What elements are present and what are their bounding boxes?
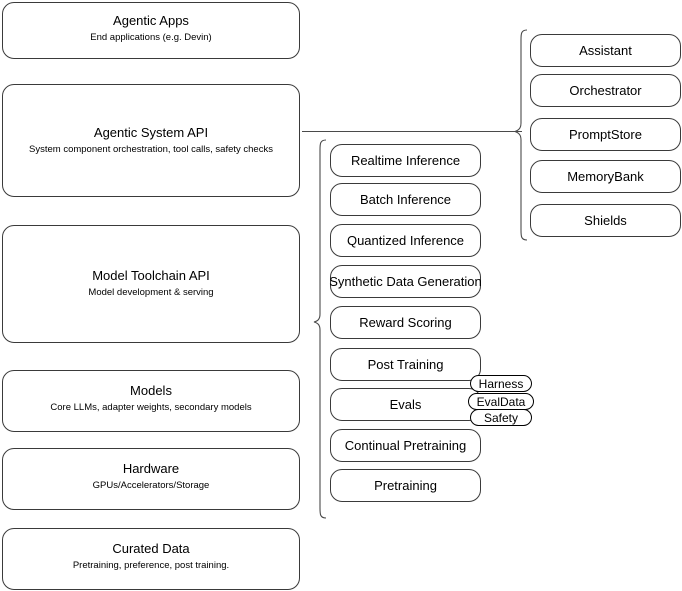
capability-label: Post Training	[367, 356, 444, 372]
eval-badge-label: Harness	[478, 376, 524, 391]
component-memorybank[interactable]: MemoryBank	[530, 160, 681, 193]
layer-text-block: Agentic Apps End applications (e.g. Devi…	[3, 13, 299, 44]
layer-text-block: Agentic System API System component orch…	[3, 125, 299, 156]
layer-title: Model Toolchain API	[92, 268, 210, 283]
layer-text-block: Hardware GPUs/Accelerators/Storage	[3, 461, 299, 492]
capability-continual-pretraining[interactable]: Continual Pretraining	[330, 429, 481, 462]
layer-hardware[interactable]: Hardware GPUs/Accelerators/Storage	[2, 448, 300, 510]
component-shields[interactable]: Shields	[530, 204, 681, 237]
eval-badge-label: EvalData	[476, 394, 526, 409]
capability-synthetic-data-generation[interactable]: Synthetic Data Generation	[329, 265, 482, 298]
component-label: MemoryBank	[567, 168, 644, 184]
component-promptstore[interactable]: PromptStore	[530, 118, 681, 151]
layer-agentic-apps[interactable]: Agentic Apps End applications (e.g. Devi…	[2, 2, 300, 59]
capability-label: Quantized Inference	[346, 232, 465, 248]
layer-title: Hardware	[122, 461, 180, 476]
capability-evals[interactable]: Evals	[330, 388, 481, 421]
component-label: PromptStore	[569, 126, 642, 142]
layer-text-block: Models Core LLMs, adapter weights, secon…	[3, 383, 299, 414]
layer-subtitle: Core LLMs, adapter weights, secondary mo…	[50, 402, 252, 413]
layer-title: Agentic Apps	[113, 13, 189, 28]
layer-model-toolchain-api[interactable]: Model Toolchain API Model development & …	[2, 225, 300, 343]
layer-agentic-system-api[interactable]: Agentic System API System component orch…	[2, 84, 300, 197]
component-label: Orchestrator	[569, 82, 642, 98]
component-label: Shields	[584, 212, 627, 228]
layer-text-block: Model Toolchain API Model development & …	[3, 268, 299, 299]
eval-badge-evaldata[interactable]: EvalData	[468, 393, 534, 410]
capability-quantized-inference[interactable]: Quantized Inference	[330, 224, 481, 257]
layer-curated-data[interactable]: Curated Data Pretraining, preference, po…	[2, 528, 300, 590]
capability-pretraining[interactable]: Pretraining	[330, 469, 481, 502]
layer-title: Curated Data	[112, 541, 190, 556]
layer-title: Agentic System API	[93, 125, 209, 140]
capability-label: Reward Scoring	[359, 314, 452, 330]
layer-subtitle: Pretraining, preference, post training.	[72, 560, 230, 571]
capability-label: Pretraining	[374, 477, 437, 493]
component-orchestrator[interactable]: Orchestrator	[530, 74, 681, 107]
toolchain-capabilities-brace	[313, 139, 327, 519]
layer-subtitle: End applications (e.g. Devin)	[90, 32, 212, 43]
system-components-brace	[513, 29, 528, 241]
capability-reward-scoring[interactable]: Reward Scoring	[330, 306, 481, 339]
layer-text-block: Curated Data Pretraining, preference, po…	[3, 541, 299, 572]
capability-label: Continual Pretraining	[344, 437, 467, 453]
capability-label: Synthetic Data Generation	[329, 273, 482, 289]
layer-subtitle: Model development & serving	[88, 287, 214, 298]
eval-badge-label: Safety	[483, 410, 519, 425]
capability-realtime-inference[interactable]: Realtime Inference	[330, 144, 481, 177]
capability-label: Batch Inference	[359, 191, 452, 207]
capability-label: Evals	[389, 396, 422, 412]
capability-label: Realtime Inference	[350, 152, 461, 168]
layer-subtitle: GPUs/Accelerators/Storage	[92, 480, 210, 491]
capability-batch-inference[interactable]: Batch Inference	[330, 183, 481, 216]
eval-badge-harness[interactable]: Harness	[470, 375, 532, 392]
component-assistant[interactable]: Assistant	[530, 34, 681, 67]
layer-models[interactable]: Models Core LLMs, adapter weights, secon…	[2, 370, 300, 432]
layer-title: Models	[130, 383, 172, 398]
layer-subtitle: System component orchestration, tool cal…	[29, 144, 273, 155]
component-label: Assistant	[579, 42, 632, 58]
eval-badge-safety[interactable]: Safety	[470, 409, 532, 426]
capability-post-training[interactable]: Post Training	[330, 348, 481, 381]
